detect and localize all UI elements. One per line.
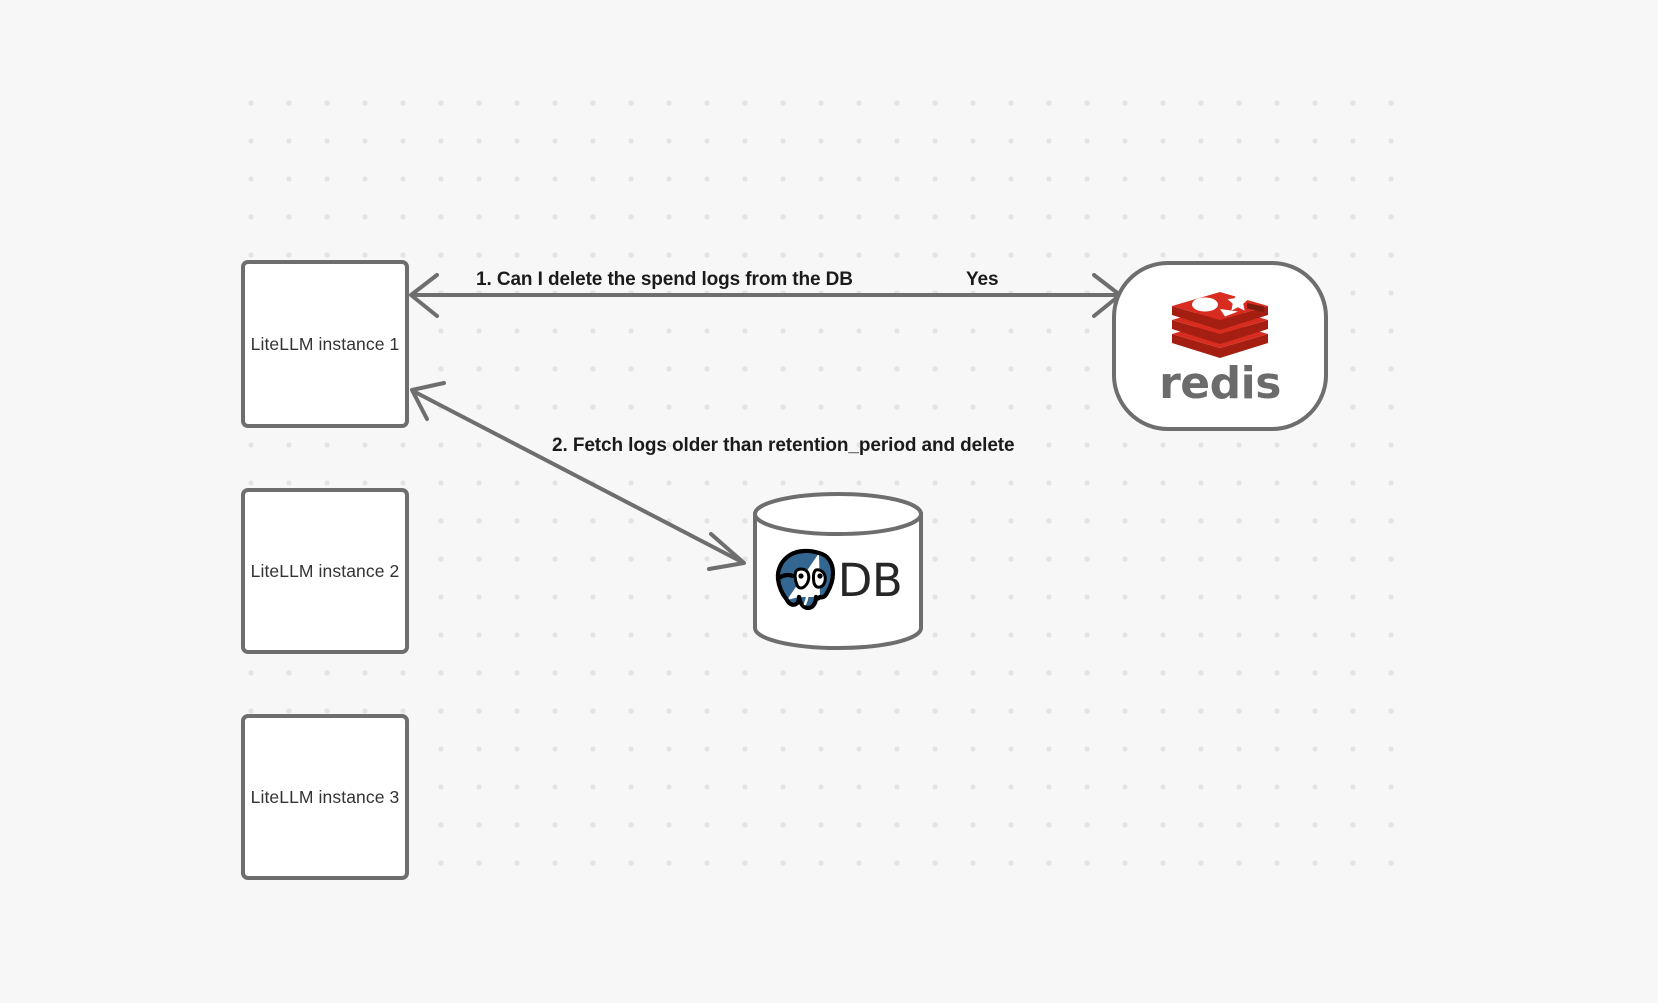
edge-instance1-database-arrowhead-end (707, 532, 746, 571)
postgresql-elephant-icon (775, 548, 835, 611)
database-cylinder-shape (753, 492, 923, 650)
edge-instance1-database-arrowhead-start (410, 381, 446, 421)
node-litellm-instance-3-label: LiteLLM instance 3 (250, 786, 400, 807)
edge-instance1-database[interactable] (410, 381, 746, 571)
node-litellm-instance-2-label: LiteLLM instance 2 (250, 560, 400, 581)
node-database[interactable]: DB (752, 492, 924, 650)
node-litellm-instance-2[interactable]: LiteLLM instance 2 (241, 488, 409, 654)
database-node-label: DB (837, 553, 903, 607)
node-litellm-instance-3[interactable]: LiteLLM instance 3 (241, 714, 409, 880)
node-redis[interactable]: redis (1112, 261, 1328, 431)
node-litellm-instance-1[interactable]: LiteLLM instance 1 (241, 260, 409, 428)
edge-1-label: 1. Can I delete the spend logs from the … (476, 269, 853, 290)
node-litellm-instance-1-label: LiteLLM instance 1 (250, 333, 400, 354)
edge-1-reply-label: Yes (966, 269, 999, 290)
redis-wordmark-label: redis (1159, 358, 1281, 409)
redis-logo-icon (1172, 292, 1268, 358)
edge-instance1-redis-arrowhead-left (409, 273, 439, 318)
edge-instance1-database-line (412, 389, 743, 564)
edge-2-label: 2. Fetch logs older than retention_perio… (552, 435, 1015, 456)
database-node-content: DB (752, 544, 924, 616)
